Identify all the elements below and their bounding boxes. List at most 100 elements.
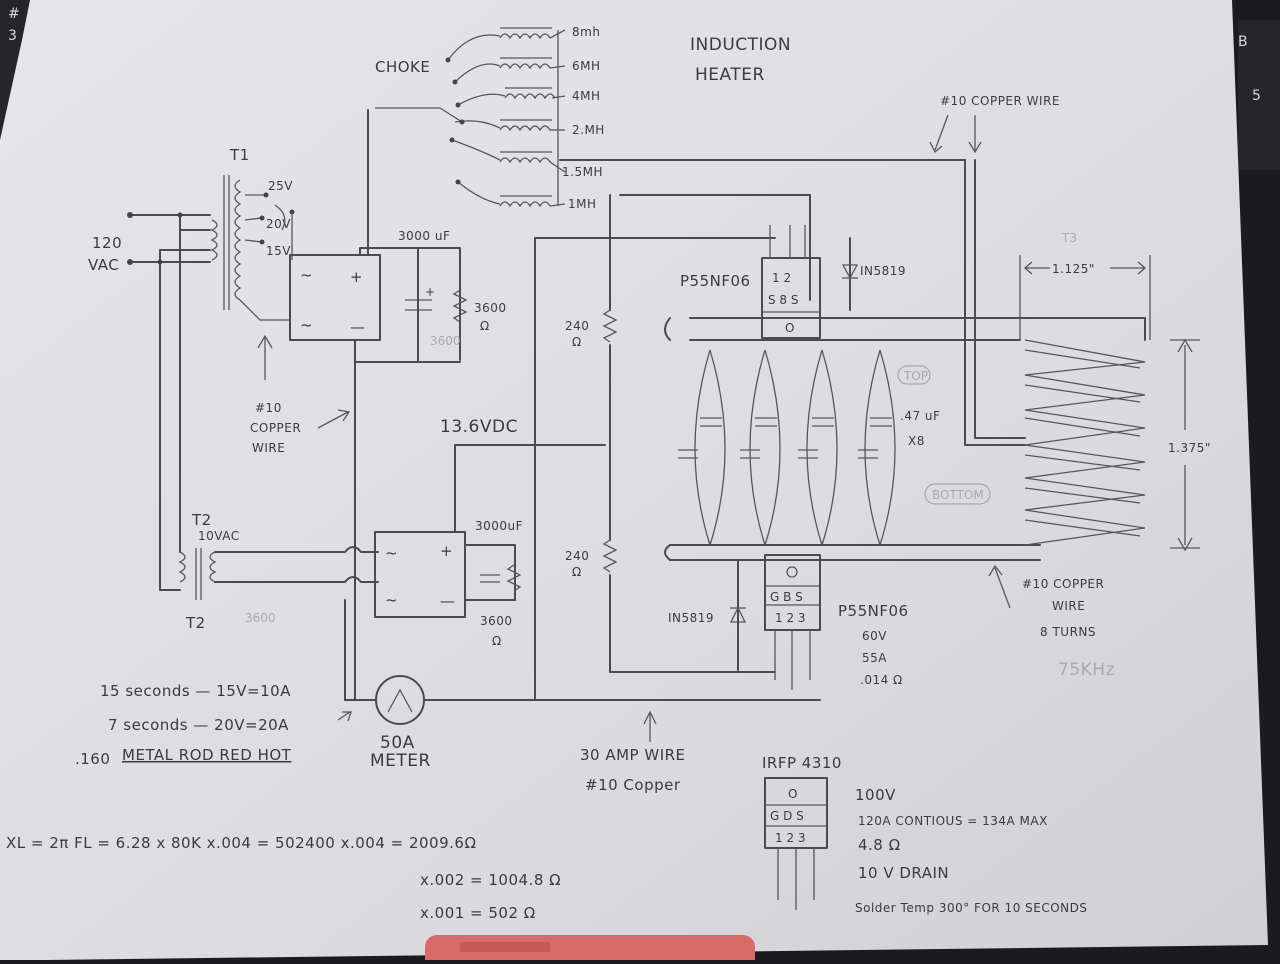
irfp4310-spec: IRFP 4310 O G D S 1 2 3 100V 120A CONTIO… [762,754,1088,915]
resistor-bottom-unit: Ω [572,565,582,579]
meter-label-line-1: 50A [380,733,415,753]
key-label-1: # [8,6,20,22]
main-bus-wires [344,159,966,701]
rectifier-1: ~ ~ + — + 3000 uF 3600 Ω 3600 [289,109,507,701]
svg-text:~: ~ [385,544,398,562]
rectifier-2-box [374,531,466,618]
rect2-res-unit: Ω [492,634,502,648]
mosfet-bottom-pins: G B S [770,590,803,604]
formula-line-3: x.001 = 502 Ω [420,904,536,922]
t2-output-label: 10VAC [198,529,240,543]
meter-label-line-2: METER [370,751,431,771]
mosfet-bottom-voltage: 60V [862,629,887,643]
mosfet-bottom-part: P55NF06 [838,602,909,620]
key-label-4: 5 [1252,88,1261,104]
svg-text:~: ~ [385,591,398,609]
eraser-label-area [460,942,550,952]
svg-text:~: ~ [300,316,313,334]
keycap-right [1238,20,1280,170]
mosfet-top-pins: 1 2 [772,271,791,285]
input-voltage-line-2: VAC [88,256,119,274]
rect2-res-label: 3600 [480,614,513,628]
note-line-3-prefix: .160 [75,750,110,768]
key-label-2: 3 [8,28,17,44]
t1-tap-25v: 25V [268,179,293,193]
svg-text:+: + [350,268,363,286]
cap-count: X8 [908,434,925,448]
wire30-line-2: #10 Copper [585,776,681,794]
wire1-label-line-2: COPPER [250,421,301,435]
rectifier-1-box [289,254,381,341]
title-line-2: HEATER [695,65,765,85]
svg-text:3600: 3600 [245,611,276,625]
t1-tap-20v: 20V [266,217,291,231]
rect1-cap-label: 3000 uF [398,229,450,243]
choke-tap-2mh: 2.MH [572,123,605,137]
cap-bottom-tag: BOTTOM [932,488,984,502]
mosfet-bottom-resistance: .014 Ω [860,673,903,687]
coil-width: 1.125" [1052,262,1095,276]
irfp-pin-numbers: 1 2 3 [775,831,806,845]
t1-tap-15v: 15V [266,244,291,258]
rail-voltage-label: 13.6VDC [440,417,518,437]
svg-text:—: — [350,318,366,336]
diode-bottom-part: IN5819 [668,611,714,625]
choke-tap-1mh: 1MH [568,197,597,211]
t2-label: T2 [191,511,212,529]
choke-switch: CHOKE [375,25,605,211]
resistor-top-unit: Ω [572,335,582,349]
t2-label-bottom: T2 [185,614,206,632]
rect2-cap-label: 3000uF [475,519,523,533]
note-line-1: 15 seconds — 15V=10A [100,682,291,700]
wire30-line-1: 30 AMP WIRE [580,746,686,764]
resistor-top-value: 240 [565,319,589,333]
capacitor-bank: .47 uF X8 TOP BOTTOM [664,317,1146,561]
irfp-spec-1: 100V [855,786,896,804]
mosfet-bottom-current: 55A [862,651,887,665]
irfp-pins: G D S [770,809,804,823]
coil-wire-line-1: #10 COPPER [1022,577,1104,591]
svg-text:3600: 3600 [430,334,461,348]
svg-text:+: + [440,542,453,560]
input-transformer-t1: 120 VAC T1 25V 20V 15V [88,146,295,549]
mosfet-top-part: P55NF06 [680,272,751,290]
choke-tap-4mh: 4MH [572,89,601,103]
mosfet-bottom-pin-numbers: 1 2 3 [775,611,806,625]
coil-turns: 8 TURNS [1040,625,1096,639]
irfp-spec-5: Solder Temp 300° FOR 10 SECONDS [855,901,1088,915]
choke-label: CHOKE [375,58,430,76]
coil-wire-line-2: WIRE [1052,599,1085,613]
irfp-part: IRFP 4310 [762,754,842,772]
diode-bottom: IN5819 [668,559,747,671]
diode-top: IN5819 [841,237,906,311]
diode-top-part: IN5819 [860,264,906,278]
irfp-spec-3: 4.8 Ω [858,836,901,854]
resistor-bottom-value: 240 [565,549,589,563]
irfp-tab: O [788,787,797,801]
choke-tap-6mh: 6MH [572,59,601,73]
rect1-res-label: 3600 [474,301,507,315]
work-coil-t3: 1.125" T3 1.375" #10 COPPER WIRE #10 COP… [929,94,1211,680]
choke-tap-8mh: 8mh [572,25,600,39]
transformer-t2: T2 10VAC T2 ~ ~ + — 3000uF 3600 Ω 3600 [159,444,606,648]
formula-line-2: x.002 = 1004.8 Ω [420,871,561,889]
formula-line-1: XL = 2π FL = 6.28 x 80K x.004 = 502400 x… [6,834,476,852]
title-line-1: INDUCTION [690,35,791,55]
t1-label: T1 [229,146,250,164]
coil-label: T3 [1061,231,1077,245]
mosfet-top-tab: O [785,321,794,335]
svg-text:—: — [440,592,456,610]
mosfet-bottom: G B S 1 2 3 P55NF06 60V 55A .014 Ω [764,554,909,690]
cap-top-tag: TOP [903,369,928,383]
svg-text:+: + [425,285,436,299]
irfp-spec-2: 120A CONTIOUS = 134A MAX [858,814,1048,828]
ammeter: 50A METER [337,675,431,771]
svg-text:~: ~ [300,266,313,284]
input-voltage-line-1: 120 [92,234,122,252]
coil-wire-top: #10 COPPER WIRE [940,94,1060,108]
note-line-2: 7 seconds — 20V=20A [108,716,289,734]
coil-height: 1.375" [1168,441,1211,455]
